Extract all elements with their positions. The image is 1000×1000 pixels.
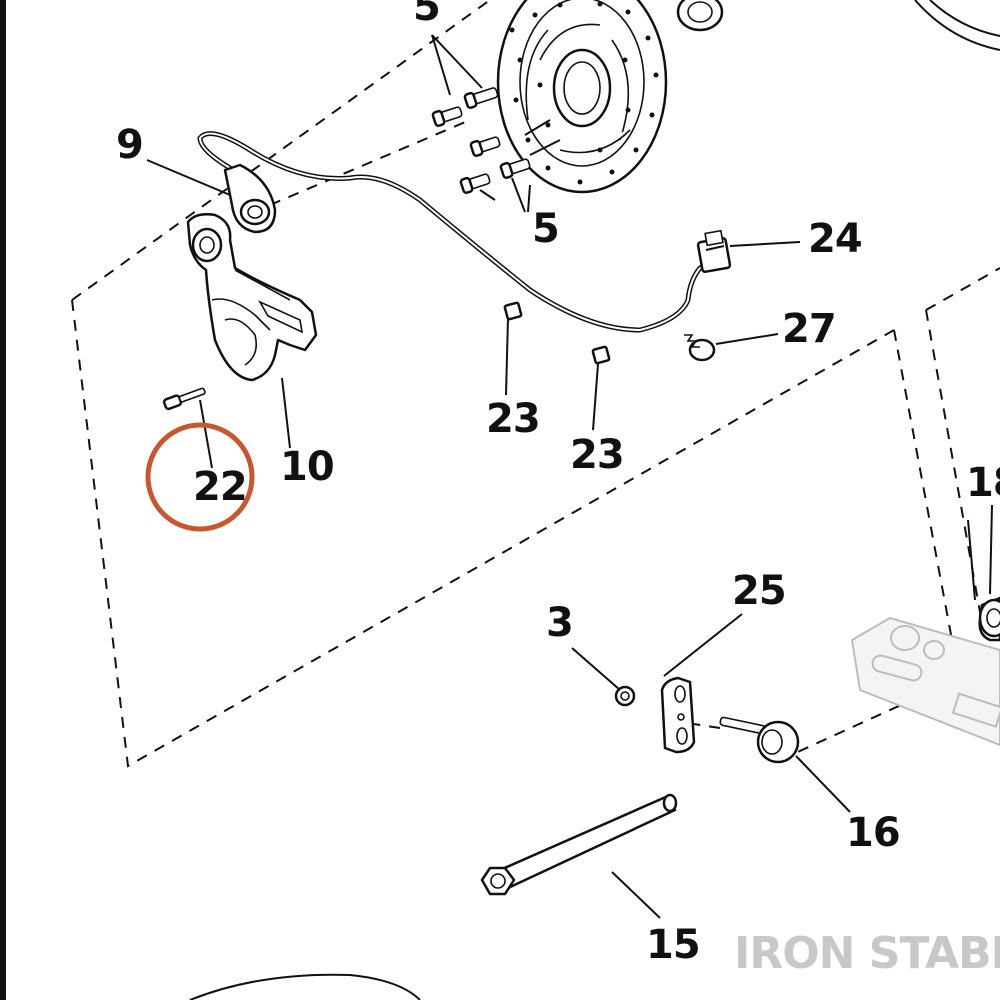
swingarm-ghost bbox=[850, 616, 1000, 747]
callout-23-right: 23 bbox=[570, 432, 624, 478]
abs-wheel-sensor bbox=[223, 163, 277, 234]
brake-rotor bbox=[496, 0, 668, 194]
axle-spacer bbox=[978, 596, 1000, 642]
cable-grommets bbox=[503, 301, 611, 365]
tire-arc-bottom bbox=[189, 973, 421, 1000]
rotor-bolt-leaders bbox=[431, 34, 561, 213]
callout-9: 9 bbox=[116, 122, 143, 168]
callout-10: 10 bbox=[280, 444, 334, 490]
axle-adjuster-plate bbox=[660, 676, 696, 754]
callout-5-lower: 5 bbox=[532, 206, 559, 252]
callout-5-top: 5 bbox=[413, 0, 440, 30]
callout-16: 16 bbox=[846, 810, 900, 856]
rear-axle bbox=[480, 793, 678, 896]
tire-arc-top bbox=[914, 0, 1000, 51]
cable-clip bbox=[684, 334, 716, 362]
callout-18: 18 bbox=[966, 460, 1000, 506]
callout-leaders bbox=[146, 159, 993, 919]
caliper-bracket bbox=[186, 213, 318, 382]
highlight-ring bbox=[145, 422, 255, 532]
left-frame-bar bbox=[0, 0, 6, 1000]
callout-22: 22 bbox=[193, 464, 247, 510]
callout-25: 25 bbox=[732, 568, 786, 614]
dashed-assembly-lines bbox=[71, 0, 1000, 768]
axle-nut-small bbox=[614, 685, 636, 707]
callout-15: 15 bbox=[646, 922, 700, 968]
callout-labels: 5 5 9 10 22 23 23 24 27 18 3 25 16 15 bbox=[116, 0, 1000, 968]
callout-23-left: 23 bbox=[486, 396, 540, 442]
wheel-bearing bbox=[676, 0, 724, 32]
axle-spacer-bolt bbox=[719, 716, 800, 764]
callout-3: 3 bbox=[546, 600, 573, 646]
watermark-brand: IRON STABLE bbox=[734, 928, 1000, 979]
callout-24: 24 bbox=[808, 216, 862, 262]
abs-sensor-cable bbox=[197, 131, 703, 333]
cable-connector bbox=[696, 229, 732, 273]
callout-27: 27 bbox=[782, 306, 836, 352]
rotor-bolts bbox=[431, 87, 531, 194]
bracket-pin bbox=[162, 387, 206, 411]
